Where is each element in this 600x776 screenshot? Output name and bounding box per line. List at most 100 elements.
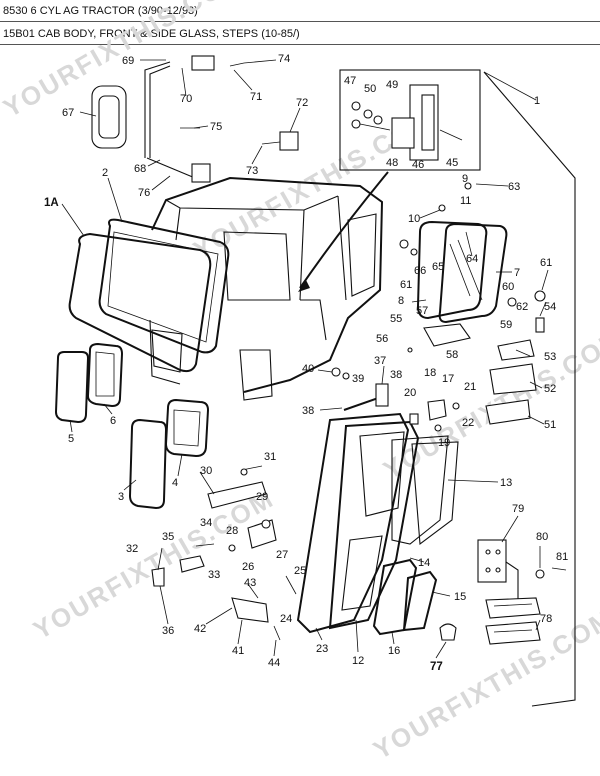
- detail-pointer-arrow: [299, 171, 389, 289]
- callout-34: 34: [200, 517, 212, 529]
- callout-72: 72: [296, 97, 308, 109]
- door-hardware: [151, 465, 297, 641]
- callout-52: 52: [544, 383, 556, 395]
- callout-39: 39: [352, 373, 364, 385]
- callout-19: 19: [438, 437, 450, 449]
- quarter-glass-seal: [416, 220, 488, 320]
- callout-74: 74: [278, 53, 290, 65]
- watermark-text: YOURFIXTHIS.COM: [368, 603, 600, 765]
- steps-assembly: [439, 539, 567, 645]
- callout-18: 18: [424, 367, 436, 379]
- callout-33: 33: [208, 569, 220, 581]
- model-title: 8530 6 CYL AG TRACTOR (3/90-12/93): [0, 0, 600, 22]
- callout-61-upper: 61: [540, 257, 552, 269]
- callout-37: 37: [374, 355, 386, 367]
- latch-housing-52: [489, 363, 537, 395]
- callout-42: 42: [194, 623, 206, 635]
- leader-lines: [61, 59, 549, 659]
- rear-latch-brackets: [399, 182, 546, 425]
- callout-80: 80: [536, 531, 548, 543]
- callout-78: 78: [540, 613, 552, 625]
- callout-81: 81: [556, 551, 568, 563]
- callout-29: 29: [256, 491, 268, 503]
- callout-30: 30: [200, 465, 212, 477]
- callout-23: 23: [316, 643, 328, 655]
- lower-door-glass-pane: [402, 570, 438, 632]
- callout-16: 16: [388, 645, 400, 657]
- step-knob: [439, 623, 457, 641]
- callout-62: 62: [516, 301, 528, 313]
- callout-12: 12: [352, 655, 364, 667]
- quarter-glass-pane: [438, 222, 508, 324]
- callout-7: 7: [514, 267, 520, 279]
- callout-21: 21: [464, 381, 476, 393]
- callout-31: 31: [264, 451, 276, 463]
- callout-46: 46: [412, 159, 424, 171]
- callout-73: 73: [246, 165, 258, 177]
- cab-outline: [151, 176, 384, 393]
- callout-5: 5: [68, 433, 74, 445]
- door-striker-bracket: [231, 597, 269, 623]
- cab-frame: [149, 176, 384, 401]
- callout-41: 41: [232, 645, 244, 657]
- callout-40: 40: [302, 363, 314, 375]
- lower-step-tread: [485, 621, 541, 645]
- callout-55: 55: [390, 313, 402, 325]
- callout-43: 43: [244, 577, 256, 589]
- callout-64: 64: [466, 253, 478, 265]
- callout-8: 8: [398, 295, 404, 307]
- callout-57: 57: [416, 305, 428, 317]
- callout-35: 35: [162, 531, 174, 543]
- callout-75: 75: [210, 121, 222, 133]
- callout-4: 4: [172, 477, 178, 489]
- callout-1A: 1A: [44, 197, 59, 209]
- callout-45: 45: [446, 157, 458, 169]
- callout-32: 32: [126, 543, 138, 555]
- callout-20: 20: [404, 387, 416, 399]
- callout-27: 27: [276, 549, 288, 561]
- rear-quarter-glass: [416, 220, 508, 324]
- windshield-seal: [98, 218, 230, 354]
- callout-2: 2: [102, 167, 108, 179]
- callout-68: 68: [134, 163, 146, 175]
- callout-71: 71: [250, 91, 262, 103]
- callout-10: 10: [408, 213, 420, 225]
- callout-17: 17: [442, 373, 454, 385]
- callout-58: 58: [446, 349, 458, 361]
- callout-25: 25: [294, 565, 306, 577]
- callout-70: 70: [180, 93, 192, 105]
- callout-66: 66: [414, 265, 426, 277]
- mirror-assembly: [91, 55, 299, 183]
- upper-step-tread: [485, 597, 541, 619]
- callout-13: 13: [500, 477, 512, 489]
- door-glass: [391, 435, 449, 545]
- callout-14: 14: [418, 557, 430, 569]
- windshield-glass: [68, 232, 212, 373]
- callout-44: 44: [268, 657, 280, 669]
- callout-26: 26: [242, 561, 254, 573]
- callout-60: 60: [502, 281, 514, 293]
- callout-50: 50: [364, 83, 376, 95]
- latch-plate-51: [485, 399, 531, 425]
- callout-79: 79: [512, 503, 524, 515]
- callout-77: 77: [430, 661, 443, 673]
- callout-49: 49: [386, 79, 398, 91]
- callout-labels: 69 74 70 71 67 72 75 68 73 76 1 47 50 49…: [44, 53, 568, 673]
- door-hinge-detail: [351, 84, 463, 161]
- callout-56: 56: [376, 333, 388, 345]
- callout-22: 22: [462, 417, 474, 429]
- callout-54: 54: [544, 301, 556, 313]
- detail-inset-box: [339, 69, 481, 171]
- handle-bracket: [279, 131, 299, 151]
- callout-1: 1: [534, 95, 540, 107]
- lower-door-seal: [372, 558, 418, 636]
- lower-side-glass-left: [54, 342, 124, 424]
- callout-69: 69: [122, 55, 134, 67]
- door-handle-bar: [207, 481, 267, 509]
- callout-38-lower: 38: [302, 405, 314, 417]
- callout-9: 9: [462, 173, 468, 185]
- callout-59: 59: [500, 319, 512, 331]
- callout-67: 67: [62, 107, 74, 119]
